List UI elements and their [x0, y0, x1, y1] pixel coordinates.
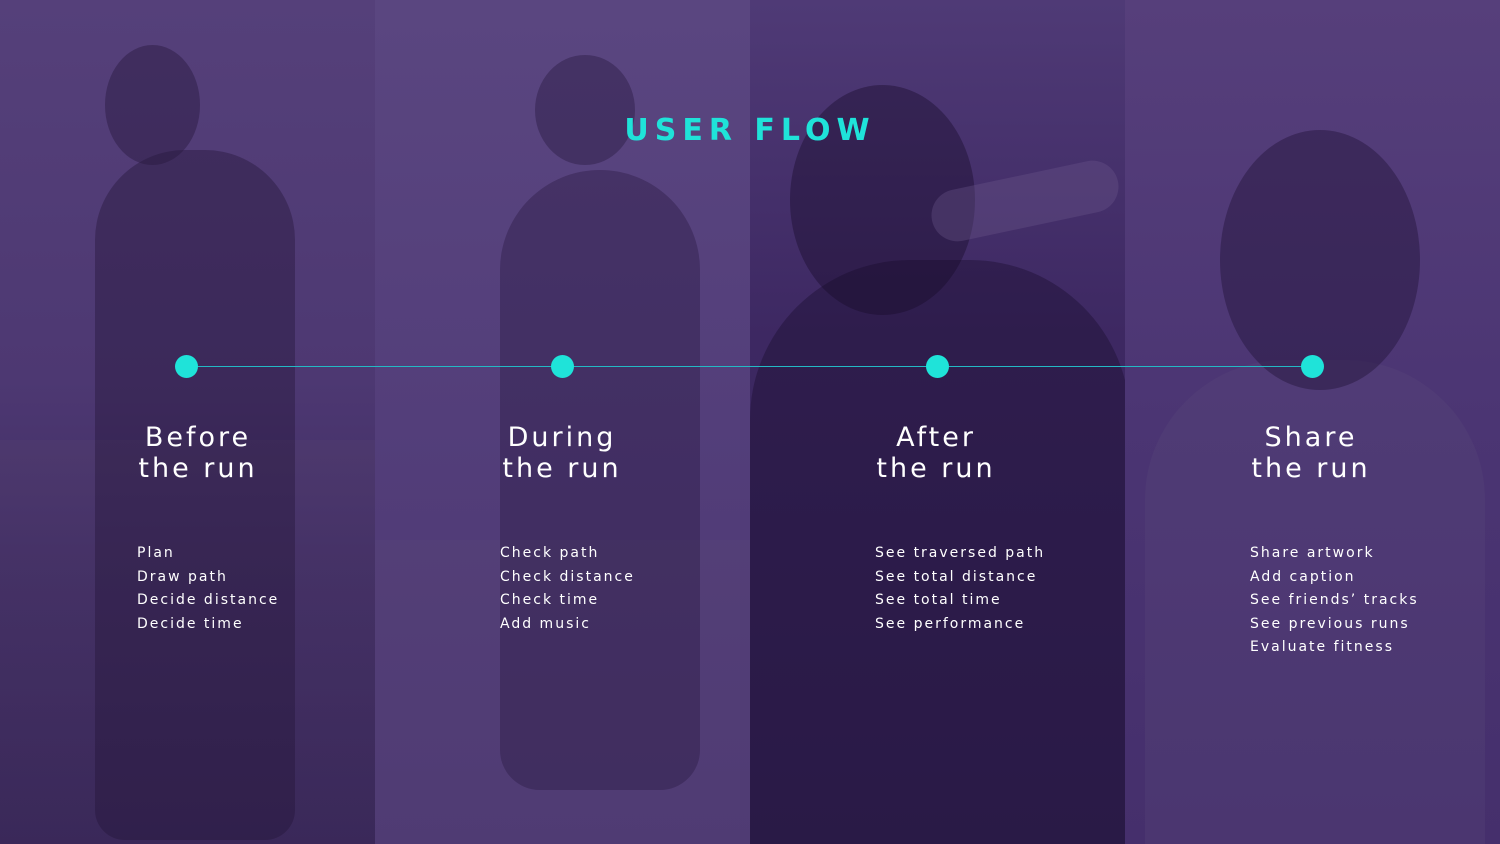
- list-item: See performance: [875, 615, 1026, 632]
- timeline-node-after: [926, 355, 949, 378]
- timeline-line: [187, 366, 1313, 367]
- list-item: See friends’ tracks: [1250, 592, 1419, 608]
- stage-heading-after: After the run: [806, 422, 1066, 484]
- photo-panel-sharing-friends: [1125, 0, 1500, 844]
- runner-head-silhouette: [535, 55, 635, 165]
- stage-heading-share: Share the run: [1181, 422, 1441, 484]
- stage-heading-line: the run: [876, 453, 996, 484]
- list-item: Check time: [500, 592, 600, 608]
- timeline-node-before: [175, 355, 198, 378]
- slide-title: USER FLOW: [624, 113, 876, 148]
- road-decor: [375, 540, 750, 844]
- list-item: Share artwork: [1250, 545, 1375, 561]
- stage-heading-line: the run: [1251, 453, 1371, 484]
- list-item: Decide distance: [137, 592, 280, 608]
- stage-heading-line: During: [507, 422, 617, 453]
- person-head-silhouette: [790, 85, 975, 315]
- ground-decor: [0, 440, 375, 844]
- photo-panel-running-woman: [375, 0, 750, 844]
- stage-heading-before: Before the run: [68, 422, 328, 484]
- task-list-before: Plan Draw path Decide distance Decide ti…: [137, 542, 279, 636]
- task-list-share: Share artwork Add caption See friends’ t…: [1250, 542, 1419, 660]
- stage-heading-line: Share: [1264, 422, 1358, 453]
- runner-body-silhouette: [95, 150, 295, 840]
- list-item: See traversed path: [875, 545, 1046, 561]
- list-item: Plan: [137, 545, 175, 561]
- list-item: See total time: [875, 592, 1002, 608]
- list-item: Check distance: [500, 568, 635, 585]
- stage-heading-line: Before: [144, 422, 252, 453]
- task-list-after: See traversed path See total distance Se…: [875, 542, 1045, 636]
- person-body-silhouette: [1145, 360, 1485, 844]
- task-list-during: Check path Check distance Check time Add…: [500, 542, 635, 636]
- list-item: Add caption: [1250, 568, 1356, 585]
- stage-heading-line: the run: [138, 453, 258, 484]
- photo-panel-drinking-water: [750, 0, 1125, 844]
- timeline-node-share: [1301, 355, 1324, 378]
- runner-body-silhouette: [500, 170, 700, 790]
- list-item: Evaluate fitness: [1250, 639, 1394, 655]
- runner-head-silhouette: [105, 45, 200, 165]
- list-item: See total distance: [875, 568, 1038, 585]
- timeline-node-during: [551, 355, 574, 378]
- list-item: Decide time: [137, 615, 244, 632]
- stage-heading-line: After: [896, 422, 976, 453]
- person-head-silhouette: [1220, 130, 1420, 390]
- list-item: See previous runs: [1250, 615, 1410, 632]
- list-item: Draw path: [137, 568, 228, 585]
- photo-panel-stretching-runner: [0, 0, 375, 844]
- stage-heading-during: During the run: [432, 422, 692, 484]
- list-item: Add music: [500, 615, 591, 632]
- stage-heading-line: the run: [502, 453, 622, 484]
- list-item: Check path: [500, 545, 600, 561]
